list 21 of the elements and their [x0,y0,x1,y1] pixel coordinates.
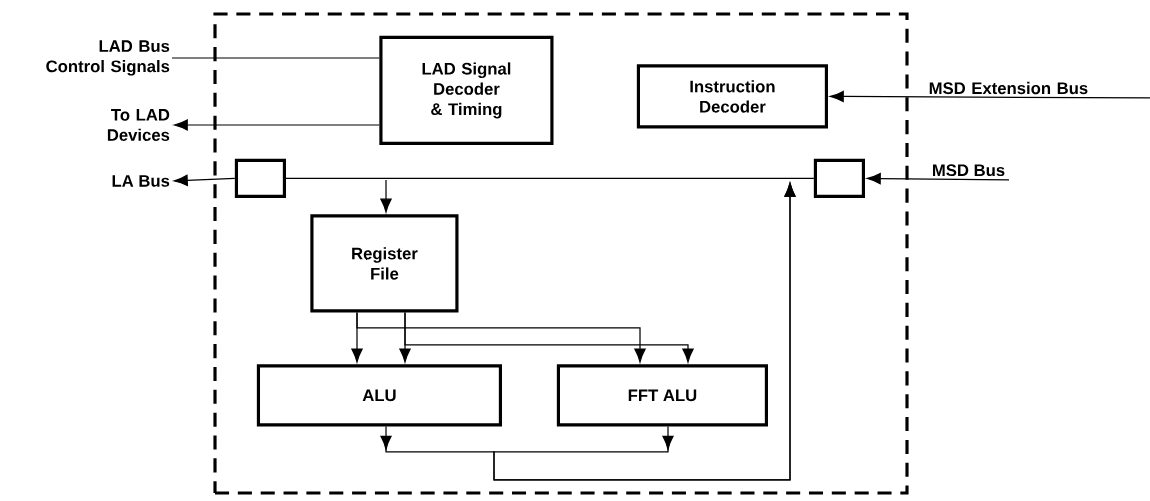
process-box: LAD Signal Decoder & Timing [379,35,554,145]
buffer-box [234,158,286,198]
arrow [380,179,392,213]
process-box: ALU [256,364,502,427]
signal-label: To LAD Devices [107,109,170,141]
arrow [356,311,646,363]
buffer-box [813,158,865,198]
arrow [404,311,694,363]
arrow [173,119,380,131]
process-box: Register File [310,214,459,313]
dashed-boundary [213,12,909,495]
signal-label: LA Bus [112,175,170,187]
arrow [866,172,1010,185]
arrow [493,182,796,481]
process-box: FFT ALU [556,364,768,427]
arrow [829,90,1150,103]
signal-label: MSD Extension Bus [929,81,1088,95]
signal-label: LAD Bus Control Signals [46,40,170,76]
arrow [173,174,236,187]
signal-label: MSD Bus [933,164,1005,177]
process-box: Instruction Decoder [636,64,828,129]
